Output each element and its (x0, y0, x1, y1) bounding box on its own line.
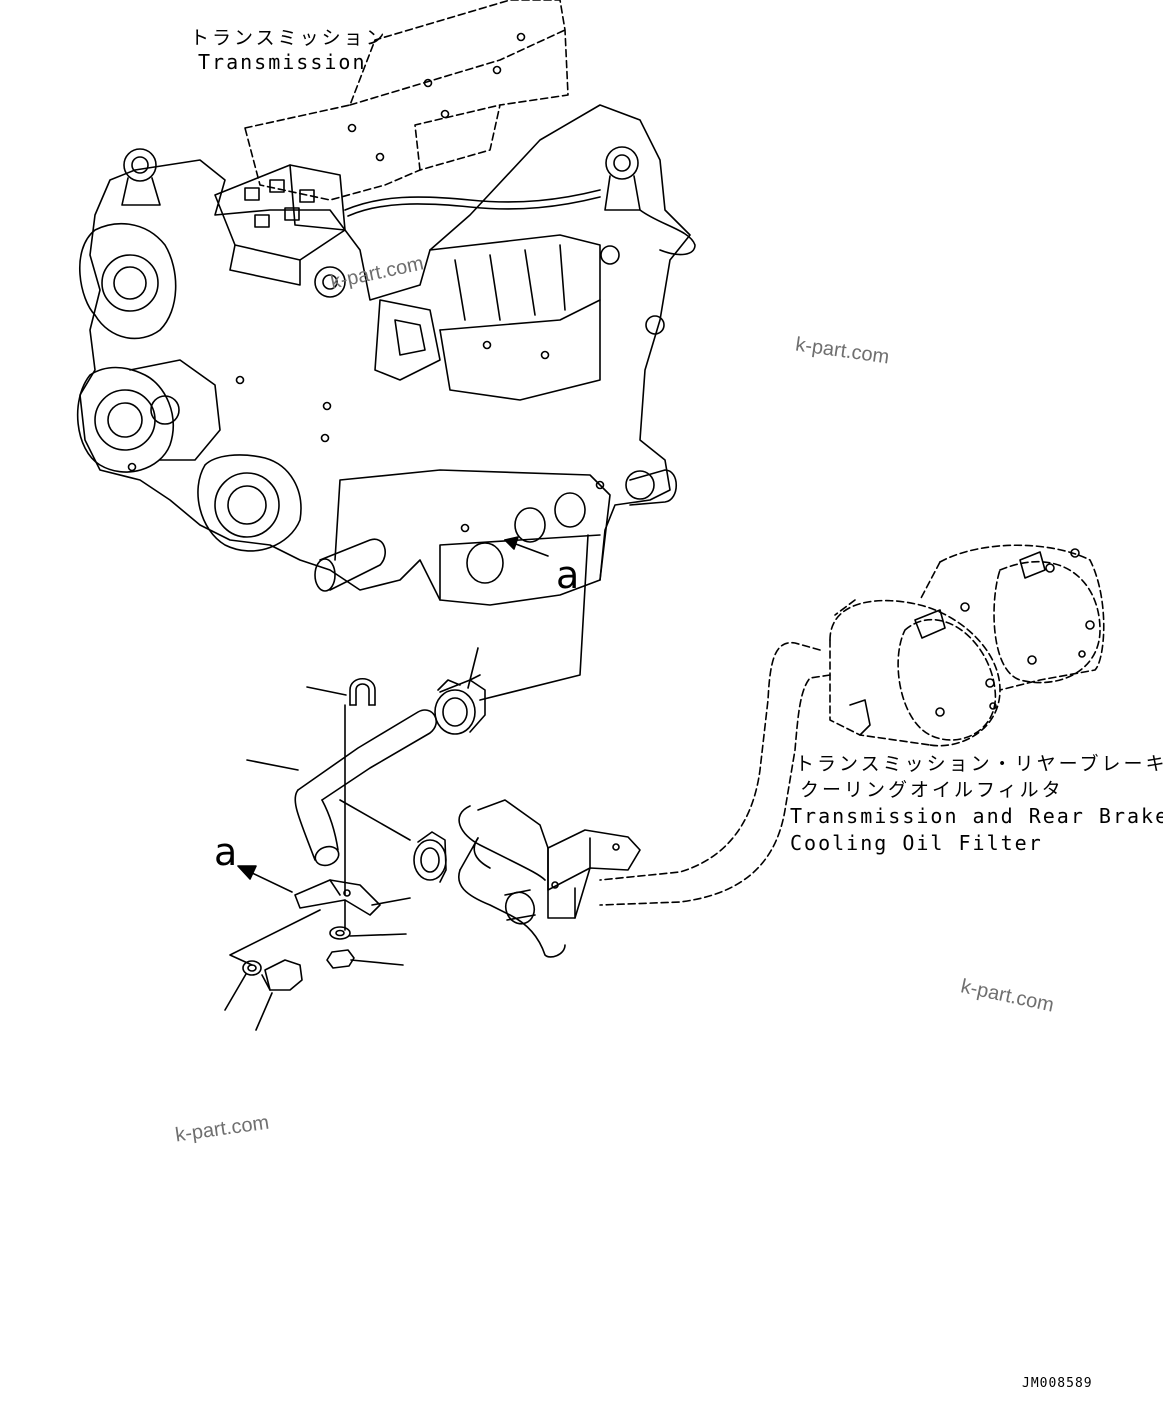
cooling-oil-filter-assembly (458, 544, 1105, 958)
filter-label-en-line1: Transmission and Rear Brake (790, 804, 1163, 828)
filter-label-jp-line2: クーリングオイルフィルタ (800, 779, 1064, 801)
transmission-assembly (76, 0, 696, 606)
hose-parts (224, 647, 486, 1031)
transmission-label-en: Transmission (198, 50, 367, 74)
reference-a-lower: a (214, 830, 238, 874)
filter-label-en-line2: Cooling Oil Filter (790, 831, 1043, 855)
transmission-label-jp: トランスミッション (190, 27, 388, 49)
drawing-code: JM008589 (1022, 1376, 1093, 1391)
reference-a-upper: a (556, 553, 580, 597)
leader-line-clamp (479, 534, 589, 701)
filter-label-jp-line1: トランスミッション・リヤーブレーキ (795, 753, 1163, 775)
